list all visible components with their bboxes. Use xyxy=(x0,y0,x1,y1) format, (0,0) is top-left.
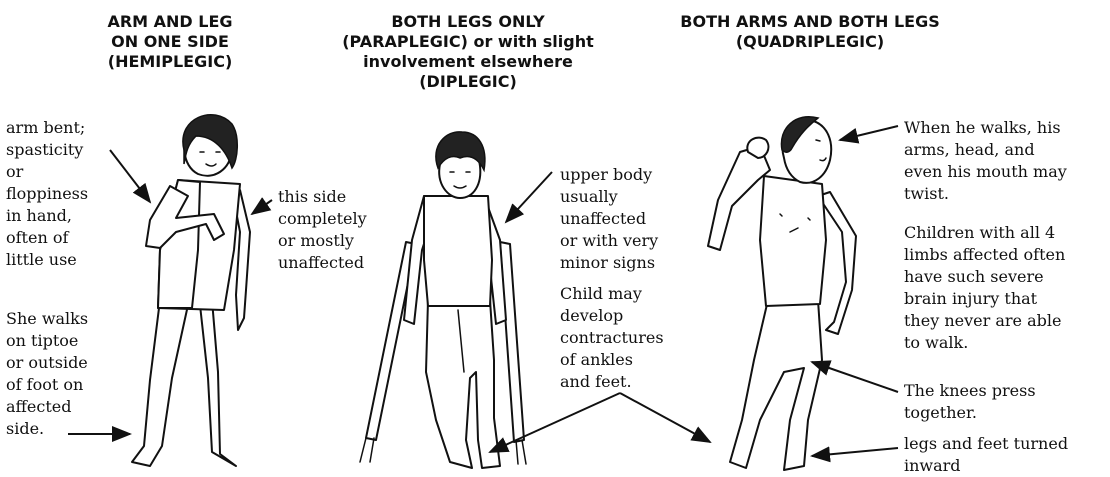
note-upper-body: upper body usually unaffected or with ve… xyxy=(560,164,658,274)
arrow-knees xyxy=(812,362,898,392)
arrow-contractures-left xyxy=(490,393,620,452)
arrow-legs-feet xyxy=(812,448,898,456)
boy-legs xyxy=(426,300,500,468)
note-this-side: this side completely or mostly unaffecte… xyxy=(278,186,367,274)
right-crutch xyxy=(500,242,524,442)
arrow-this-side xyxy=(252,200,272,214)
arrow-upper-body xyxy=(506,172,552,222)
quadriplegic-boy-figure xyxy=(708,117,856,470)
girl-unaffected-leg xyxy=(200,300,236,466)
note-contractures: Child may develop contractures of ankles… xyxy=(560,283,664,393)
hemiplegic-girl-figure xyxy=(132,115,250,466)
right-crutch-rungs xyxy=(516,440,526,464)
arrow-arm-bent xyxy=(110,150,150,202)
note-legs-feet: legs and feet turned inward xyxy=(904,433,1068,477)
boy-torso xyxy=(424,196,492,306)
arrow-contractures-right xyxy=(620,393,710,442)
quad-torso xyxy=(760,176,826,306)
note-all-four: Children with all 4 limbs affected often… xyxy=(904,222,1065,354)
note-when-walks: When he walks, his arms, head, and even … xyxy=(904,117,1067,205)
note-walks-tiptoe: She walks on tiptoe or outside of foot o… xyxy=(6,308,88,440)
quad-legs xyxy=(730,300,822,470)
note-knees: The knees press together. xyxy=(904,380,1036,424)
left-crutch-rungs xyxy=(360,438,374,462)
arrow-when-walks xyxy=(840,126,898,140)
diplegic-boy-figure xyxy=(360,132,526,468)
note-arm-bent: arm bent; spasticity or floppiness in ha… xyxy=(6,117,88,271)
girl-affected-leg xyxy=(132,300,188,466)
